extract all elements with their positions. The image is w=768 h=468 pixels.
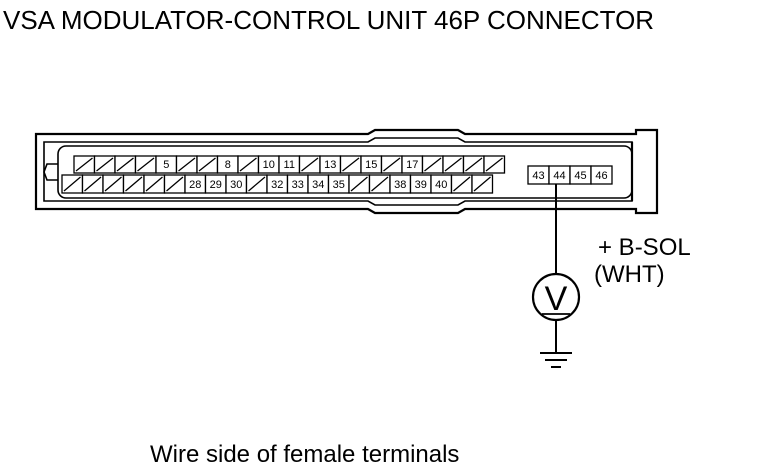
terminal-unused bbox=[380, 155, 403, 174]
terminal-39: 39 bbox=[409, 174, 432, 194]
terminal-unused bbox=[421, 155, 444, 174]
terminal-label: 15 bbox=[365, 159, 377, 171]
terminal-46: 46 bbox=[590, 165, 613, 185]
terminal-label: 28 bbox=[189, 179, 201, 191]
terminal-43: 43 bbox=[527, 165, 550, 185]
probe-label-line2: (WHT) bbox=[594, 261, 665, 288]
terminal-label: 29 bbox=[210, 179, 222, 191]
terminal-unused bbox=[245, 174, 268, 194]
voltmeter-icon: V bbox=[531, 272, 581, 322]
terminal-label: 34 bbox=[312, 179, 324, 191]
connector-top-row: 5 8 10 11 13 15 17 bbox=[73, 155, 506, 174]
terminal-unused bbox=[348, 174, 371, 194]
terminal-unused bbox=[450, 174, 473, 194]
terminal-label: 5 bbox=[163, 159, 169, 171]
ground-icon bbox=[540, 352, 572, 368]
terminal-label: 17 bbox=[406, 159, 418, 171]
terminal-label: 39 bbox=[415, 179, 427, 191]
probe-label-line1: + B-SOL bbox=[598, 234, 691, 261]
terminal-label: 43 bbox=[532, 170, 544, 182]
terminal-unused bbox=[368, 174, 391, 194]
terminal-unused bbox=[237, 155, 260, 174]
terminal-unused bbox=[462, 155, 485, 174]
terminal-label: 8 bbox=[225, 159, 231, 171]
terminal-35: 35 bbox=[327, 174, 350, 194]
terminal-13: 13 bbox=[319, 155, 342, 174]
diagram-title: VSA MODULATOR-CONTROL UNIT 46P CONNECTOR bbox=[3, 5, 654, 35]
terminal-label: 11 bbox=[284, 159, 295, 171]
terminal-44: 44 bbox=[548, 165, 571, 185]
terminal-17: 17 bbox=[401, 155, 424, 174]
terminal-5: 5 bbox=[155, 155, 178, 174]
terminal-unused bbox=[114, 155, 137, 174]
terminal-label: 32 bbox=[271, 179, 283, 191]
terminal-label: 30 bbox=[230, 179, 242, 191]
terminal-unused bbox=[442, 155, 465, 174]
terminal-34: 34 bbox=[307, 174, 330, 194]
terminal-unused bbox=[143, 174, 166, 194]
terminal-unused bbox=[339, 155, 362, 174]
terminal-unused bbox=[61, 174, 84, 194]
terminal-label: 45 bbox=[574, 170, 586, 182]
terminal-38: 38 bbox=[389, 174, 412, 194]
terminal-label: 38 bbox=[394, 179, 406, 191]
terminal-unused bbox=[175, 155, 198, 174]
terminal-label: 13 bbox=[324, 159, 336, 171]
terminal-unused bbox=[471, 174, 494, 194]
terminal-label: 33 bbox=[292, 179, 304, 191]
terminal-unused bbox=[483, 155, 506, 174]
terminal-unused bbox=[298, 155, 321, 174]
terminal-30: 30 bbox=[225, 174, 248, 194]
terminal-8: 8 bbox=[216, 155, 239, 174]
connector-right-block: 43 44 45 46 bbox=[527, 165, 613, 185]
terminal-11: 11 bbox=[278, 155, 301, 174]
terminal-unused bbox=[122, 174, 145, 194]
terminal-29: 29 bbox=[204, 174, 227, 194]
terminal-unused bbox=[196, 155, 219, 174]
terminal-40: 40 bbox=[430, 174, 453, 194]
terminal-label: 40 bbox=[435, 179, 447, 191]
connector-bottom-row: 28 29 30 32 33 34 35 38 39 40 bbox=[61, 174, 494, 194]
terminal-28: 28 bbox=[184, 174, 207, 194]
terminal-label: 46 bbox=[595, 170, 607, 182]
terminal-label: 44 bbox=[553, 170, 565, 182]
terminal-label: 35 bbox=[333, 179, 345, 191]
terminal-45: 45 bbox=[569, 165, 592, 185]
terminal-32: 32 bbox=[266, 174, 289, 194]
terminal-label: 10 bbox=[263, 159, 275, 171]
terminal-10: 10 bbox=[257, 155, 280, 174]
terminal-33: 33 bbox=[286, 174, 309, 194]
terminal-15: 15 bbox=[360, 155, 383, 174]
terminal-unused bbox=[73, 155, 96, 174]
terminal-unused bbox=[93, 155, 116, 174]
terminal-unused bbox=[163, 174, 186, 194]
terminal-unused bbox=[134, 155, 157, 174]
terminal-unused bbox=[81, 174, 104, 194]
diagram-caption: Wire side of female terminals bbox=[150, 441, 459, 468]
voltmeter-symbol: V bbox=[545, 280, 568, 318]
connector-housing bbox=[34, 128, 659, 215]
terminal-unused bbox=[102, 174, 125, 194]
